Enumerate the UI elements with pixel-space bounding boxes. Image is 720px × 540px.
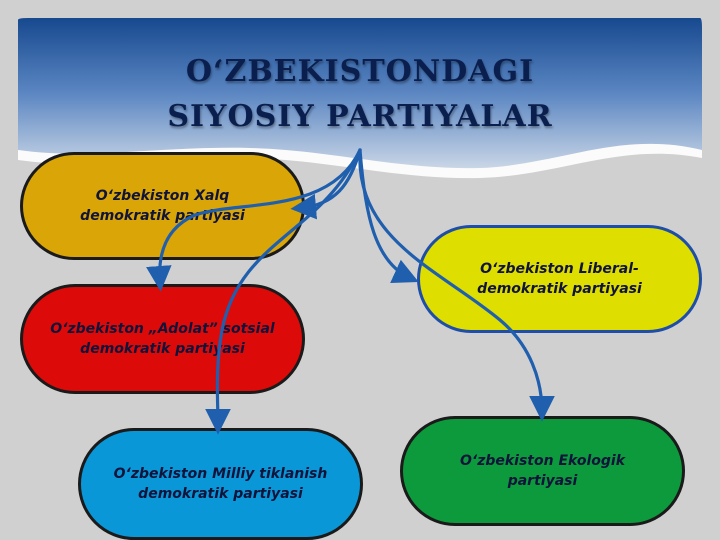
party-name-line: demokratik partiyasi — [138, 486, 303, 502]
page-title-line-1: O‘ZBEKISTONDAGI — [185, 54, 535, 89]
party-box-ekologik: O‘zbekiston Ekologik partiyasi — [400, 416, 685, 526]
party-name-line: O‘zbekiston Xalq — [95, 188, 230, 204]
party-name-line: partiyasi — [507, 473, 578, 489]
party-name-line: demokratik partiyasi — [80, 208, 245, 224]
party-name-line: O‘zbekiston Ekologik — [459, 453, 626, 469]
party-box-adolat: O‘zbekiston „Adolat” sotsial demokratik p… — [20, 284, 305, 394]
party-name-line: demokratik partiyasi — [477, 281, 642, 297]
party-box-xalq: O‘zbekiston Xalq demokratik partiyasi — [20, 152, 305, 260]
party-box-milliy: O‘zbekiston Milliy tiklanish demokratik p… — [78, 428, 363, 540]
party-box-liberal: O‘zbekiston Liberal-demokratik partiyasi — [417, 225, 702, 333]
page-title-line-2: SIYOSIY PARTIYALAR — [167, 99, 553, 134]
party-name-line: O‘zbekiston Liberal- — [480, 261, 639, 277]
party-name-line: O‘zbekiston Milliy tiklanish — [113, 466, 328, 482]
party-name-line: O‘zbekiston „Adolat” sotsial — [50, 321, 275, 337]
party-name-line: demokratik partiyasi — [80, 341, 245, 357]
